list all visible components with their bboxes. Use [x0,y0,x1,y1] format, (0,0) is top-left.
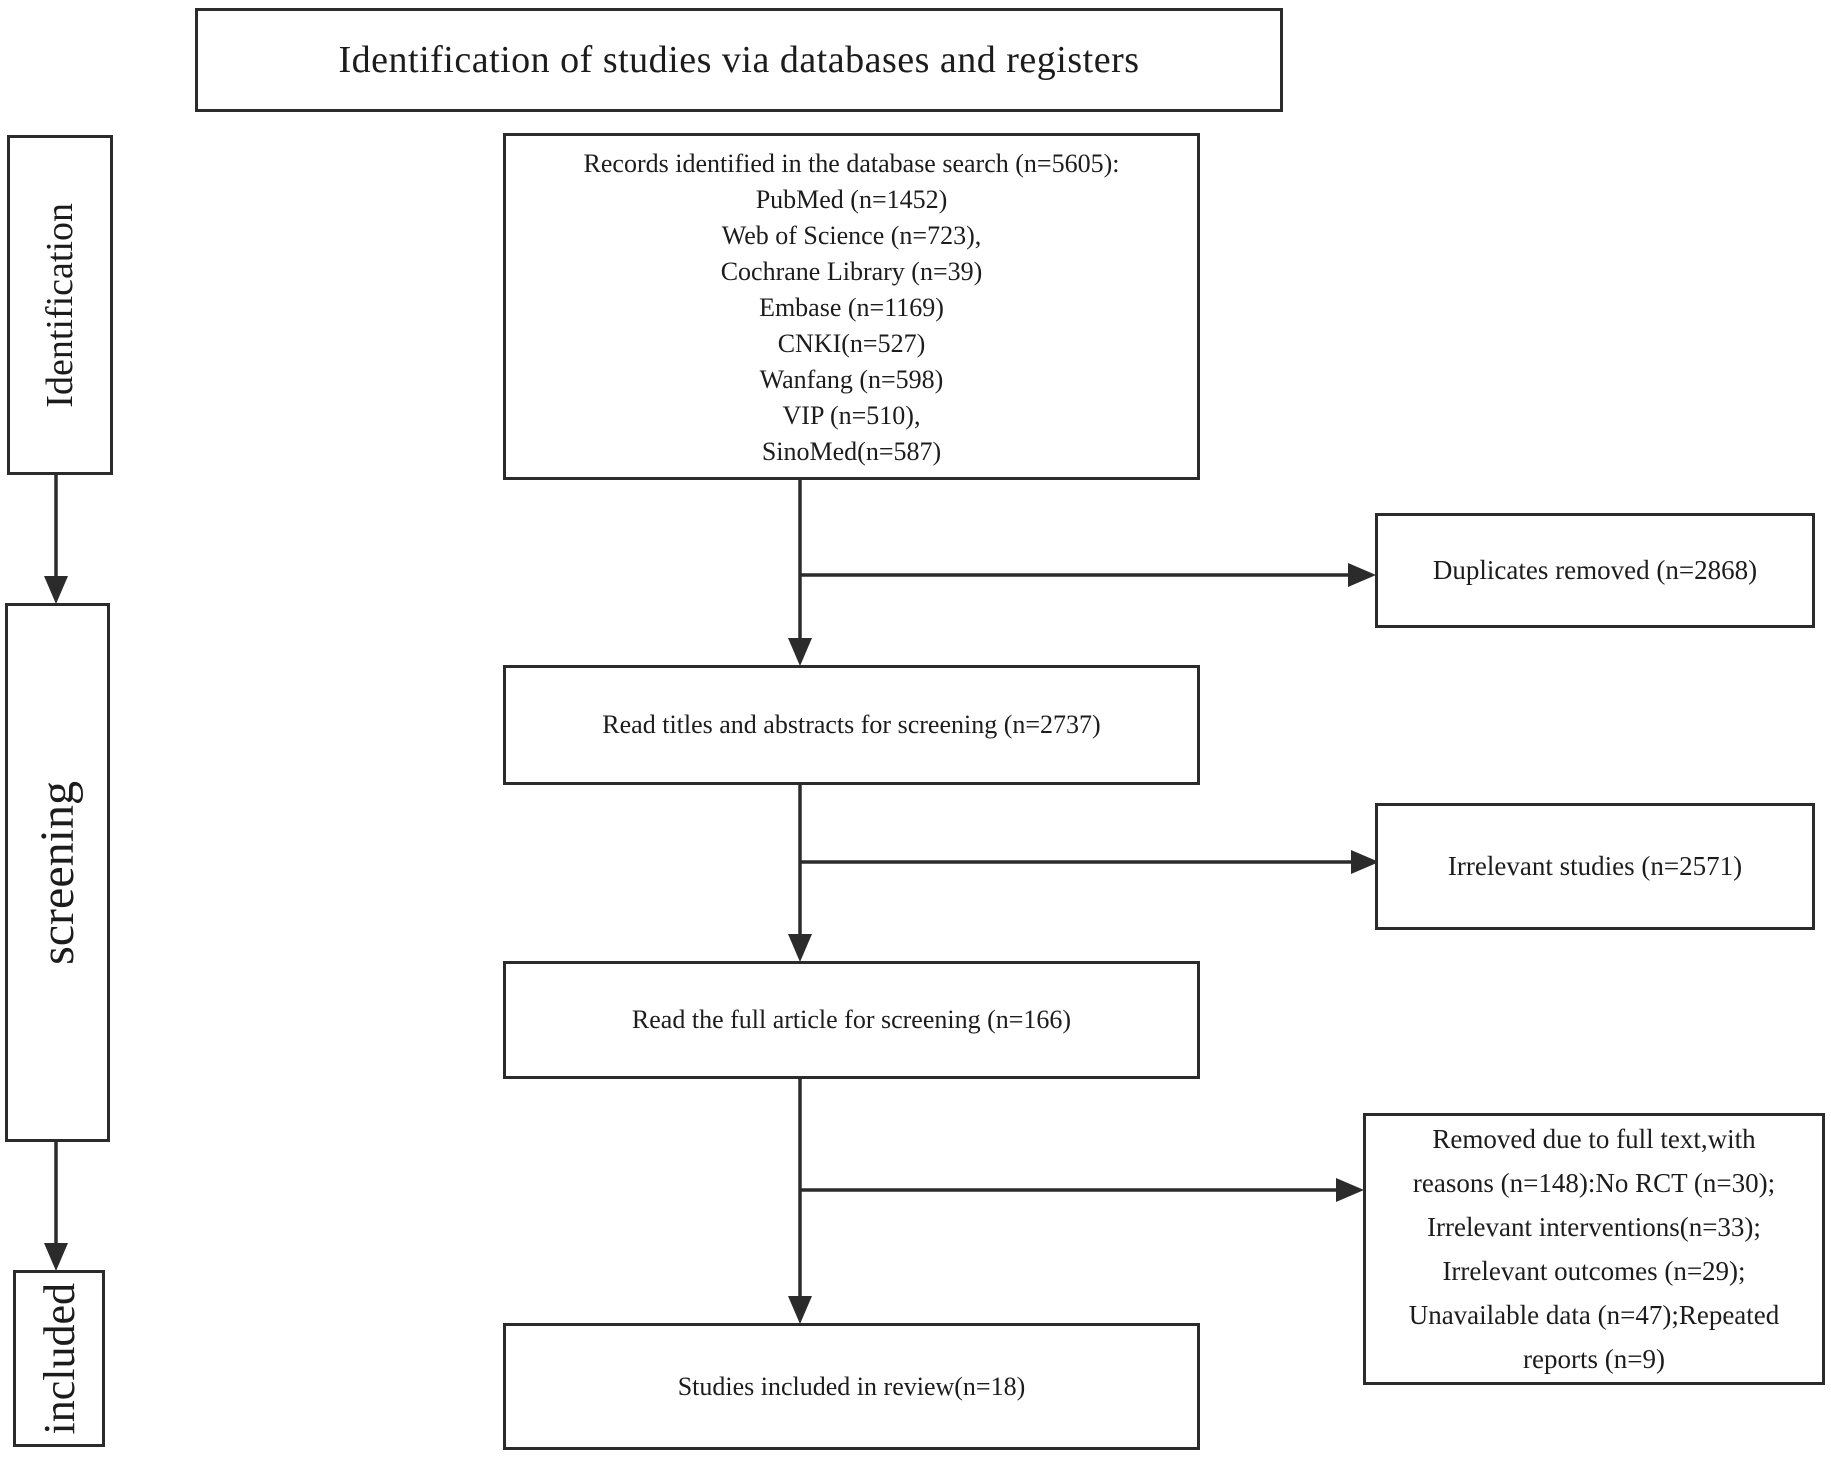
irrelevant-studies-box: Irrelevant studies (n=2571) [1375,803,1815,930]
removed-reason-line-5: Unavailable data (n=47);Repeated [1408,1300,1780,1330]
records-source-embase: Embase (n=1169) [759,293,944,322]
arrow-branch-duplicates [800,563,1376,587]
arrow-branch-removed [800,1178,1364,1202]
removed-reason-line-1: Removed due to full text,with [1432,1124,1756,1154]
records-source-cochrane: Cochrane Library (n=39) [720,257,983,286]
arrow-read-full-to-included-studies [788,1079,812,1324]
read-titles-abstracts-label: Read titles and abstracts for screening … [602,710,1101,739]
records-identified-box: Records identified in the database searc… [503,133,1200,480]
stage-included-label: included [34,1282,84,1435]
removed-full-text-box: Removed due to full text,with reasons (n… [1363,1113,1825,1385]
stage-identification: Identification [7,135,113,475]
diagram-title: Identification of studies via databases … [338,39,1140,81]
stage-included: included [13,1270,105,1447]
removed-reason-line-3: Irrelevant interventions(n=33); [1427,1212,1761,1242]
arrow-read-titles-to-read-full [788,783,812,962]
arrow-identification-to-screening [44,475,68,604]
records-source-sinomed: SinoMed(n=587) [761,437,942,466]
records-source-cnki: CNKI(n=527) [777,329,926,358]
duplicates-removed-label: Duplicates removed (n=2868) [1432,555,1758,585]
read-titles-abstracts-box: Read titles and abstracts for screening … [503,665,1200,785]
stage-screening: screening [5,603,110,1142]
records-total-line: Records identified in the database searc… [583,149,1120,178]
stage-identification-label: Identification [39,202,81,408]
removed-reason-line-6: reports (n=9) [1523,1344,1665,1374]
studies-included-label: Studies included in review(n=18) [677,1371,1026,1401]
studies-included-box: Studies included in review(n=18) [503,1323,1200,1450]
records-source-wanfang: Wanfang (n=598) [759,365,944,394]
read-full-article-box: Read the full article for screening (n=1… [503,961,1200,1079]
duplicates-removed-box: Duplicates removed (n=2868) [1375,513,1815,628]
records-source-vip: VIP (n=510), [782,401,921,430]
arrow-records-to-read-titles [788,480,812,666]
diagram-title-box: Identification of studies via databases … [195,8,1283,112]
records-source-web-of-science: Web of Science (n=723), [721,221,982,250]
stage-screening-label: screening [31,780,84,965]
read-full-article-label: Read the full article for screening (n=1… [631,1005,1072,1034]
removed-reason-line-4: Irrelevant outcomes (n=29); [1442,1256,1746,1286]
records-source-pubmed: PubMed (n=1452) [755,185,948,214]
arrow-branch-irrelevant [800,850,1379,874]
removed-reason-line-2: reasons (n=148):No RCT (n=30); [1412,1168,1776,1198]
arrow-screening-to-included [44,1142,68,1271]
irrelevant-studies-label: Irrelevant studies (n=2571) [1447,851,1743,881]
